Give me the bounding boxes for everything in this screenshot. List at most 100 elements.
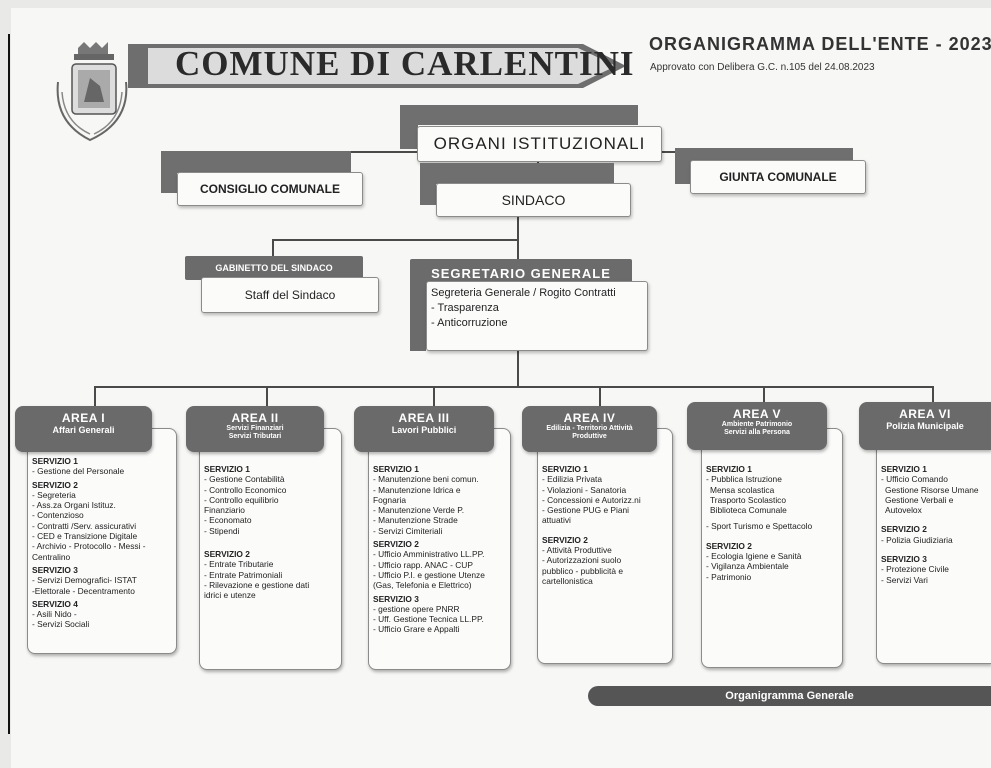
area-subtitle: Affari Generali xyxy=(52,425,115,435)
footer-banner: Organigramma Generale xyxy=(588,686,991,706)
service-item: - Manutenzione Verde P. xyxy=(373,505,465,516)
service-item: - Attività Produttive xyxy=(542,545,612,556)
organigram-title: ORGANIGRAMMA DELL'ENTE - 2023 xyxy=(649,34,991,54)
service-item: - Controllo equilibrio xyxy=(204,494,279,505)
service-item: - Servizi Sociali xyxy=(32,619,90,630)
area-5-header: AREA V Ambiente Patrimonio Servizi alla … xyxy=(687,402,827,450)
approval-note: Approvato con Delibera G.C. n.105 del 24… xyxy=(650,62,875,73)
segretario-item: - Anticorruzione xyxy=(431,317,508,329)
page-edge xyxy=(8,34,10,734)
service-item: idrici e utenze xyxy=(204,590,256,601)
consiglio-comunale-box: CONSIGLIO COMUNALE xyxy=(177,172,363,206)
service-item: - Servizi Demografici- ISTAT xyxy=(32,575,137,586)
service-heading: SERVIZIO 3 xyxy=(32,564,78,575)
area-2-body: SERVIZIO 1 - Gestione Contabilità - Cont… xyxy=(199,428,342,670)
service-item: - Autorizzazioni suolo xyxy=(542,555,622,566)
service-item: Gestione Risorse Umane xyxy=(885,484,979,495)
giunta-shadow xyxy=(675,148,853,161)
service-item: - Archivio - Protocollo - Messi - xyxy=(32,541,146,552)
service-item: - Gestione Contabilità xyxy=(204,474,285,485)
service-item: - Manutenzione Idrica e xyxy=(373,484,461,495)
sindaco-shadow-side xyxy=(420,163,436,205)
area-4-header: AREA IV Edilizia - Territorio Attività P… xyxy=(522,406,657,452)
service-item: - Edilizia Privata xyxy=(542,474,603,485)
area-title: AREA III xyxy=(398,411,450,425)
service-item: -Elettorale - Decentramento xyxy=(32,585,135,596)
area-subtitle: Polizia Municipale xyxy=(886,421,964,431)
connector xyxy=(763,386,765,408)
service-item: - Economato xyxy=(204,515,252,526)
coat-of-arms-icon xyxy=(56,42,128,142)
service-item: - Ufficio Comando xyxy=(881,474,948,485)
service-item: - Uff. Gestione Tecnica LL.PP. xyxy=(373,614,484,625)
service-heading: SERVIZIO 1 xyxy=(706,464,752,474)
service-heading: SERVIZIO 2 xyxy=(204,549,250,560)
service-item: - Gestione PUG e Piani xyxy=(542,505,630,516)
service-item: - Rilevazione e gestione dati xyxy=(204,579,310,590)
service-item: - Sport Turismo e Spettacolo xyxy=(706,521,813,532)
sindaco-box: SINDACO xyxy=(436,183,631,217)
area-1-header: AREA I Affari Generali xyxy=(15,406,152,452)
segretario-item: - Trasparenza xyxy=(431,302,499,314)
organi-shadow-side xyxy=(400,105,418,149)
service-item: - Stipendi xyxy=(204,525,240,536)
area-6-body: SERVIZIO 1 - Ufficio Comando Gestione Ri… xyxy=(876,428,991,664)
segretario-body: Segreteria Generale / Rogito Contratti -… xyxy=(426,281,648,351)
service-item: - Ufficio Amministrativo LL.PP. xyxy=(373,549,485,560)
area-subtitle: Lavori Pubblici xyxy=(391,425,457,435)
service-heading: SERVIZIO 2 xyxy=(881,524,927,535)
service-item: - Vigilanza Ambientale xyxy=(706,561,789,572)
consiglio-shadow xyxy=(161,151,351,173)
connector xyxy=(932,386,934,408)
service-item: Autovelox xyxy=(885,505,922,516)
area-3-body: SERVIZIO 1 - Manutenzione beni comun. - … xyxy=(368,428,511,670)
service-item: - CED e Transizione Digitale xyxy=(32,531,138,542)
area-3-header: AREA III Lavori Pubblici xyxy=(354,406,494,452)
service-heading: SERVIZIO 4 xyxy=(32,598,78,609)
area-2-header: AREA II Servizi Finanziari Servizi Tribu… xyxy=(186,406,324,452)
connector xyxy=(272,239,274,256)
giunta-shadow-side xyxy=(675,148,691,184)
service-item: Trasporto Scolastico xyxy=(710,494,787,505)
connector xyxy=(272,239,518,241)
sindaco-shadow xyxy=(420,163,614,184)
service-item: - Manutenzione Strade xyxy=(373,515,458,526)
area-title: AREA II xyxy=(231,411,279,425)
service-item: - Patrimonio xyxy=(706,571,752,582)
service-item: - Violazioni - Sanatoria xyxy=(542,484,627,495)
service-heading: SERVIZIO 2 xyxy=(706,540,752,551)
service-heading: SERVIZIO 1 xyxy=(881,464,927,474)
area-subtitle: Servizi Finanziari Servizi Tributari xyxy=(226,425,284,440)
service-item: - Entrate Tributarie xyxy=(204,559,274,570)
service-heading: SERVIZIO 2 xyxy=(542,534,588,545)
service-item: Fognaria xyxy=(373,494,407,505)
service-item: (Gas, Telefonia e Elettrico) xyxy=(373,580,472,591)
area-4-body: SERVIZIO 1 - Edilizia Privata - Violazio… xyxy=(537,428,673,664)
service-item: pubblico - pubblicità e xyxy=(542,565,624,576)
service-heading: SERVIZIO 2 xyxy=(373,539,419,550)
service-item: Biblioteca Comunale xyxy=(710,505,787,516)
segretario-side-bar xyxy=(410,281,426,351)
area-subtitle: Edilizia - Territorio Attività Produttiv… xyxy=(546,425,633,440)
service-item: - Polizia Giudiziaria xyxy=(881,534,953,545)
service-item: - Ufficio P.I. e gestione Utenze xyxy=(373,569,485,580)
connector xyxy=(433,386,435,408)
service-item: Finanziario xyxy=(204,505,245,516)
service-heading: SERVIZIO 3 xyxy=(373,593,419,604)
service-item: - Pubblica Istruzione xyxy=(706,474,782,485)
service-item: - Controllo Economico xyxy=(204,484,287,495)
service-item: Mensa scolastica xyxy=(710,484,775,495)
service-item: Gestione Verbali e xyxy=(885,494,954,505)
area-6-header: AREA VI Polizia Municipale xyxy=(859,402,991,450)
service-item: - Servizi Cimiteriali xyxy=(373,525,443,536)
area-subtitle: Ambiente Patrimonio Servizi alla Persona xyxy=(721,421,793,436)
service-item: - Ufficio Grare e Appalti xyxy=(373,624,460,635)
service-item: attuativi xyxy=(542,515,571,526)
service-item: - Concessioni e Autorizz.ni xyxy=(542,494,641,505)
connector xyxy=(94,386,96,408)
connector xyxy=(94,386,934,388)
gabinetto-body: Staff del Sindaco xyxy=(201,277,379,313)
service-item: - Servizi Vari xyxy=(881,574,928,585)
service-item: - Entrate Patrimoniali xyxy=(204,569,283,580)
connector xyxy=(266,386,268,408)
